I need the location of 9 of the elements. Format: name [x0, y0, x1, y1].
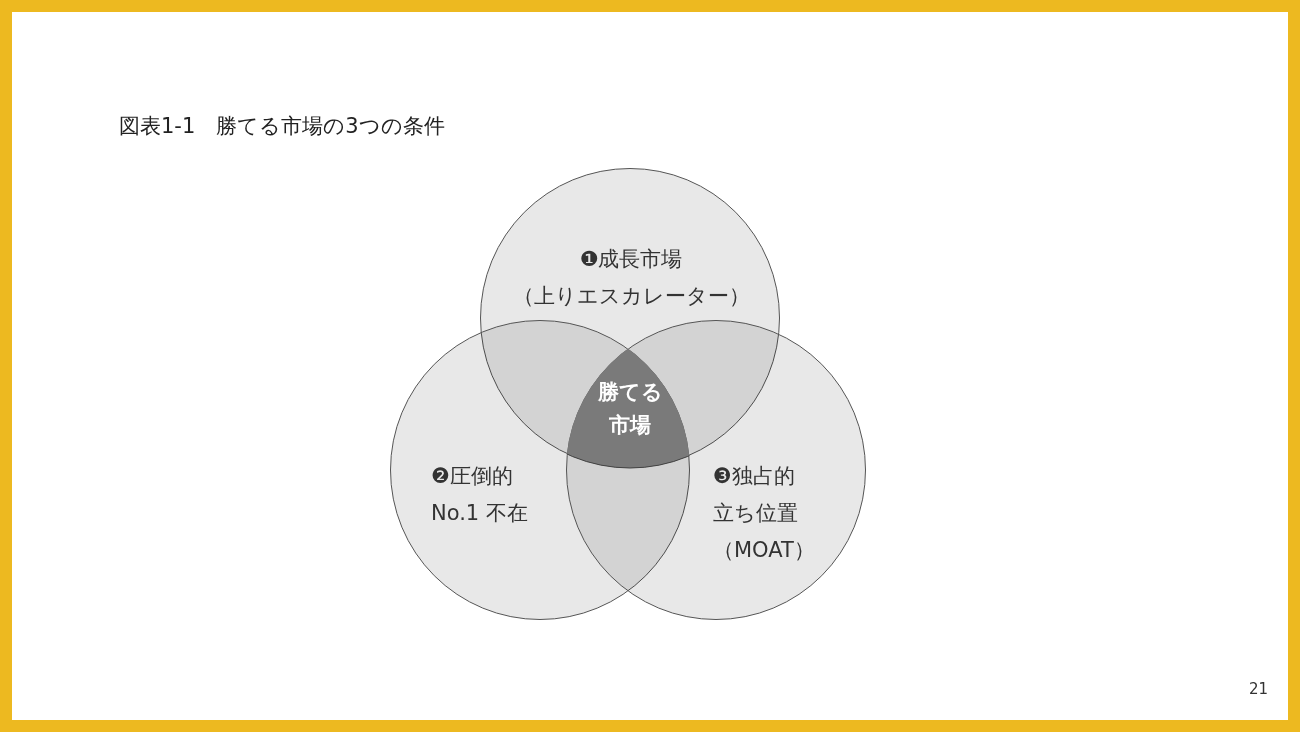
circle-label: No.1 不在: [431, 500, 529, 527]
figure-title: 図表1-1 勝てる市場の3つの条件: [119, 113, 445, 140]
circle-label: 立ち位置（MOAT）: [713, 500, 816, 564]
page-number: 21: [1248, 680, 1268, 698]
circle-label: ❶成長市場: [578, 246, 684, 273]
circle-label: （上りエスカレーター）: [511, 283, 751, 310]
region-label: 勝てる市場: [596, 379, 664, 439]
circle-label: ❷圧倒的: [431, 463, 514, 490]
circle-label: ❸独占的: [713, 463, 796, 490]
